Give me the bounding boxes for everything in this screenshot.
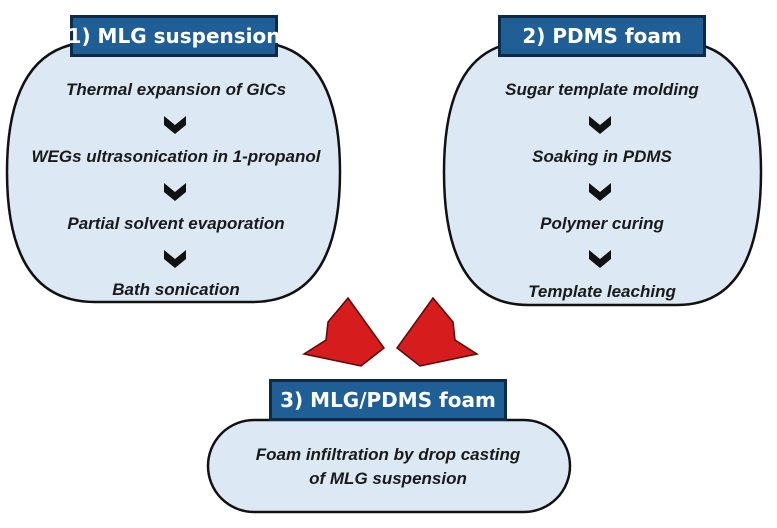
- mlg-step-1: Thermal expansion of GICs: [65, 80, 287, 99]
- final-line-2: of MLG suspension: [309, 469, 467, 488]
- chevron-down-icon: [589, 183, 611, 201]
- pdms-step-3: Polymer curing: [540, 214, 664, 233]
- pdms-step-2: Soaking in PDMS: [532, 147, 672, 166]
- pdms-step-4: Template leaching: [528, 282, 676, 301]
- final-line-1: Foam infiltration by drop casting: [255, 445, 521, 464]
- mlg-step-4: Bath sonication: [112, 280, 240, 299]
- merge-arrow-icon: [302, 296, 386, 367]
- pdms-step-1: Sugar template molding: [505, 80, 699, 99]
- panel-mlg-title: 1) MLG suspension: [68, 15, 280, 57]
- final-description: Foam infiltration by drop casting of MLG…: [218, 443, 558, 491]
- panel-final-title: 3) MLG/PDMS foam: [269, 379, 507, 421]
- panel-pdms-container: [442, 40, 763, 307]
- chevron-down-icon: [164, 250, 186, 268]
- mlg-step-3: Partial solvent evaporation: [67, 214, 285, 233]
- chevron-down-icon: [589, 250, 611, 268]
- panel-pdms-title: 2) PDMS foam: [498, 15, 706, 57]
- mlg-step-2: WEGs ultrasonication in 1-propanol: [31, 147, 321, 166]
- panel-mlg-container: [5, 40, 342, 304]
- chevron-down-icon: [164, 116, 186, 134]
- chevron-down-icon: [589, 116, 611, 134]
- chevron-down-icon: [164, 183, 186, 201]
- merge-arrow-icon: [395, 296, 479, 367]
